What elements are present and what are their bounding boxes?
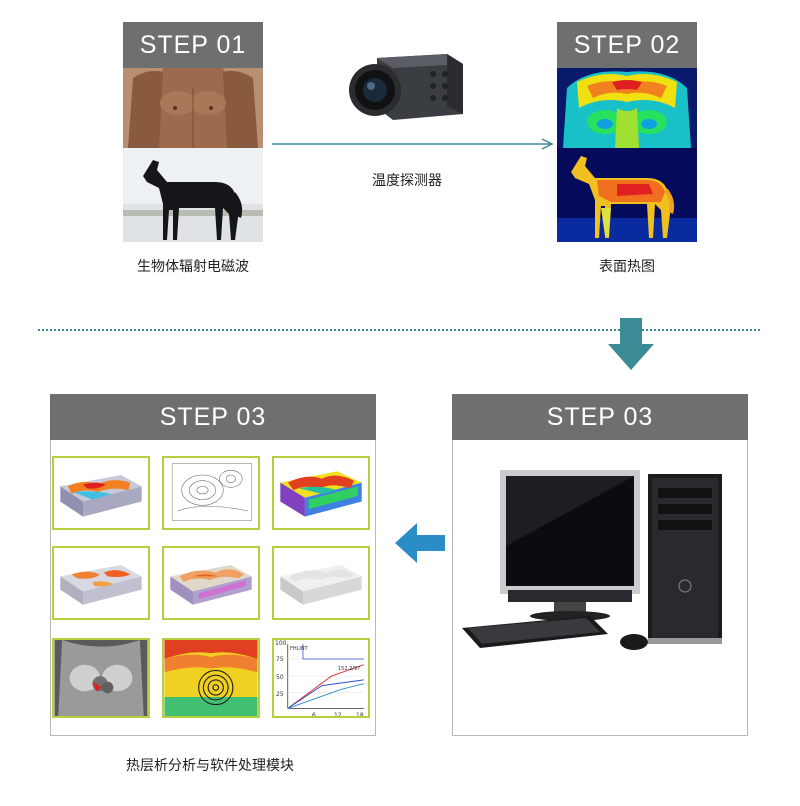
chart-y-tick-25: 25 (276, 691, 284, 698)
thermal-layer-tile-3 (272, 546, 370, 620)
human-torso-photo (123, 68, 263, 148)
step-02-label: STEP 02 (573, 30, 681, 59)
chart-y-tick-100: 100 (275, 640, 287, 647)
chart-annotation-2: 152.2/97 (338, 666, 361, 672)
arrow-step1-to-step2 (272, 134, 560, 154)
thermal-torso-image (557, 68, 697, 148)
chart-x-tick-6: 6 (312, 712, 316, 718)
step-03-caption: 热层析分析与软件处理模块 (126, 758, 294, 774)
contour-map-tile (162, 456, 260, 530)
thermal-rings-tile (162, 638, 260, 718)
down-arrow-icon (608, 318, 654, 370)
horse-photo (123, 148, 263, 242)
step-03-right-header: STEP 03 (452, 394, 748, 440)
thermal-layer-tile-2 (162, 546, 260, 620)
step-03-left-label: STEP 03 (159, 402, 267, 431)
thermal-3d-map-tile (52, 456, 150, 530)
left-arrow-icon (395, 523, 445, 563)
step-01-header: STEP 01 (123, 22, 263, 68)
step-02-header: STEP 02 (557, 22, 697, 68)
step-03-left-header: STEP 03 (50, 394, 376, 440)
step-01-caption: 生物体辐射电磁波 (137, 259, 249, 275)
line-chart-tile: 100 75 50 25 6 12 18 FHLINT 152.2/97 (272, 638, 370, 718)
chart-x-tick-18: 18 (356, 712, 364, 718)
thermal-camera-image (347, 48, 467, 128)
grayscale-thermal-tile (52, 638, 150, 718)
step-02-caption: 表面热图 (599, 259, 655, 275)
thermal-surface-tile (272, 456, 370, 530)
step-03-right-label: STEP 03 (546, 402, 654, 431)
step-01-label: STEP 01 (139, 30, 247, 59)
chart-x-tick-12: 12 (334, 712, 342, 718)
thermal-layer-tile-1 (52, 546, 150, 620)
chart-y-tick-75: 75 (276, 656, 284, 663)
desktop-computer-image (460, 466, 740, 656)
camera-caption: 温度探测器 (372, 173, 442, 189)
chart-annotation-1: FHLINT (290, 646, 308, 652)
chart-y-tick-50: 50 (276, 674, 284, 681)
dotted-separator (38, 329, 760, 331)
thermal-horse-image (557, 148, 697, 242)
